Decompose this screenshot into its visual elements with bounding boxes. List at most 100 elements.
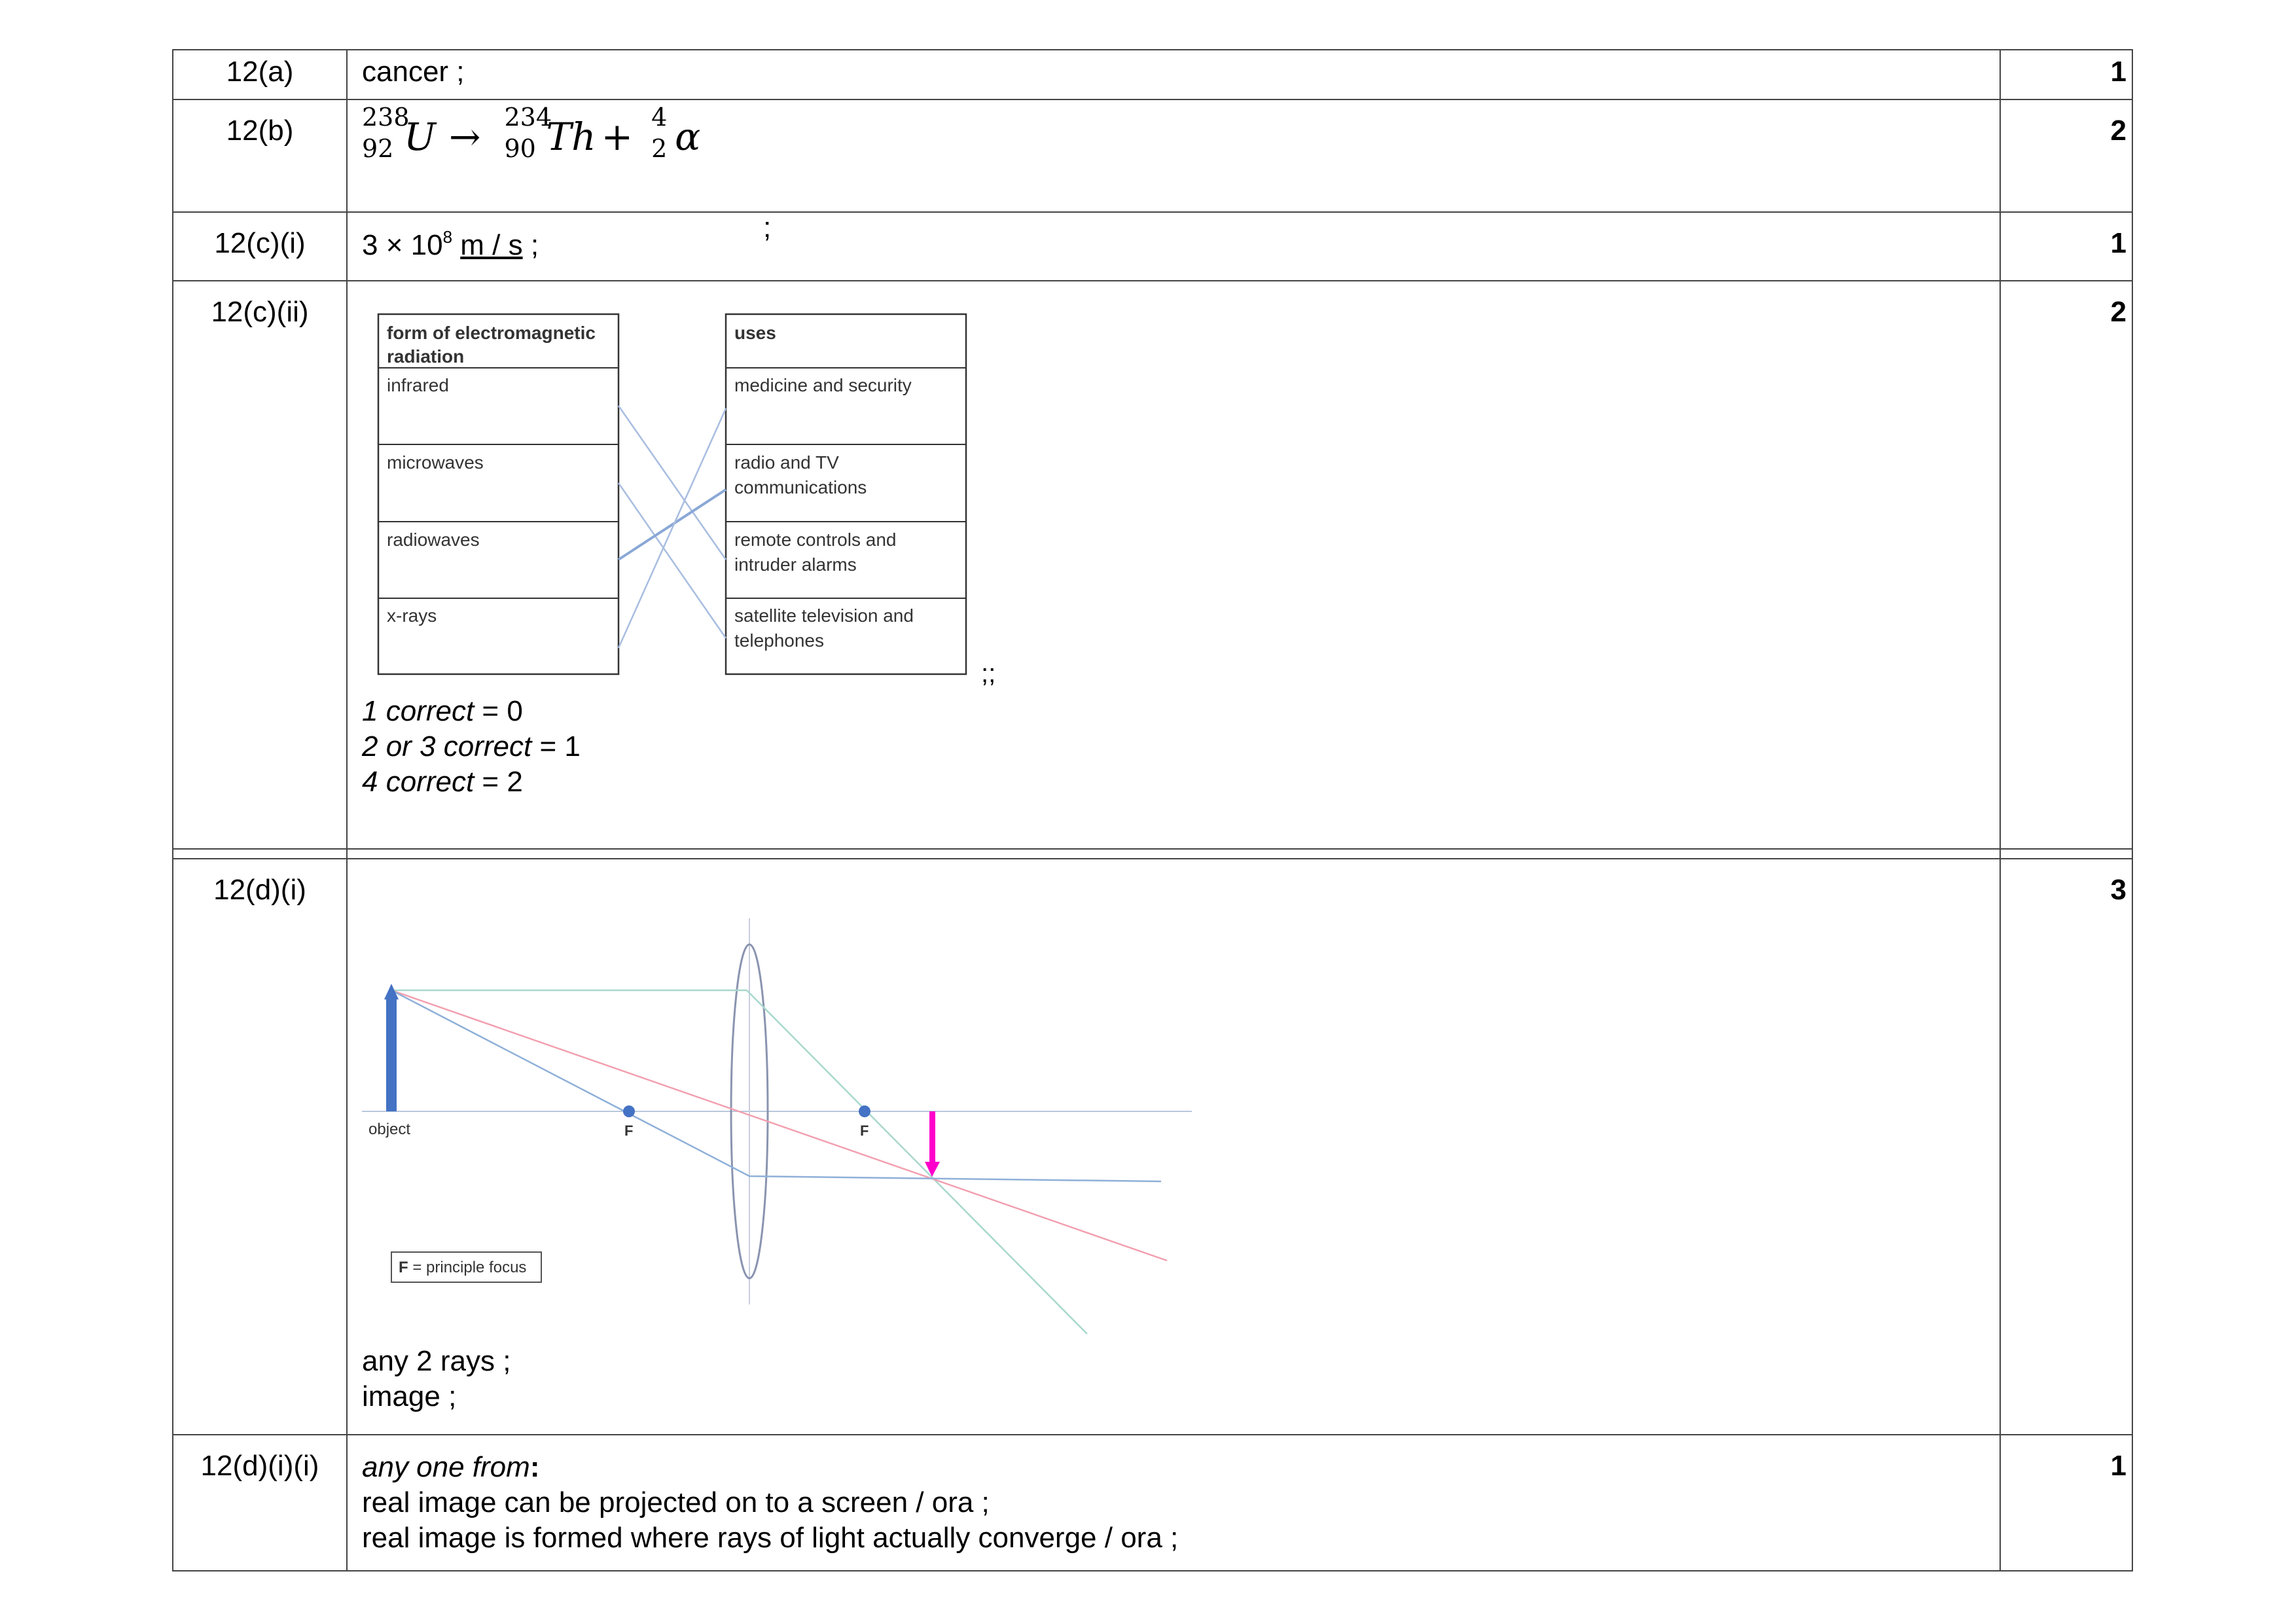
scoring-value: = 0 — [474, 695, 523, 727]
key-box — [391, 1251, 542, 1283]
table-row: 12(a) cancer ; 1 — [172, 49, 2133, 100]
focal-point-right — [859, 1105, 870, 1117]
focal-label-left: F — [624, 1122, 633, 1139]
right-header: uses — [734, 323, 776, 343]
image-arrow-head — [925, 1162, 940, 1177]
element-symbol: Th — [546, 115, 596, 159]
atomic-number: 90 — [504, 134, 536, 163]
mark-value: 1 — [2000, 49, 2133, 100]
mark-value: 2 — [2000, 99, 2133, 213]
right-item: remote controls and — [734, 530, 896, 550]
match-line-radiowaves — [617, 488, 727, 561]
answer-semicolon: ; — [522, 229, 539, 261]
scoring-label: 4 correct — [362, 766, 475, 798]
right-item: radio and TV — [734, 452, 839, 473]
table-row: 12(c)(i) 3 × 108 m / s ; 1 — [172, 211, 2133, 281]
object-arrow-head — [384, 984, 399, 999]
answer-cell: any one from: real image can be projecte… — [346, 1434, 2001, 1571]
answer-cell: cancer ; — [346, 49, 2001, 100]
object-label: object — [368, 1121, 410, 1138]
question-number: 12(d)(i) — [172, 858, 348, 1435]
question-number: 12(c)(i) — [172, 211, 348, 281]
match-line-x-rays — [617, 408, 727, 649]
right-item: communications — [734, 477, 867, 497]
answer-cell: 3 × 108 m / s ; — [346, 211, 2001, 281]
question-number: 12(d)(i)(i) — [172, 1434, 348, 1571]
lens-ray-diagram: object F F F = principle focus — [362, 918, 1192, 1335]
left-item: radiowaves — [387, 530, 480, 550]
em-matching-diagram: form of electromagnetic radiation infrar… — [377, 313, 996, 687]
image-arrow-shaft — [929, 1111, 935, 1164]
key-description: = principle focus — [408, 1259, 527, 1276]
question-number: 12(c)(ii) — [172, 280, 348, 850]
focal-ray — [391, 989, 1162, 1183]
intro-text: any one from — [362, 1451, 530, 1483]
focal-label-right: F — [860, 1122, 869, 1139]
matching-semicolons: ;; — [981, 659, 996, 687]
question-number: 12(b) — [172, 99, 348, 213]
scoring-rules: 1 correct = 0 2 or 3 correct = 1 4 corre… — [362, 694, 581, 800]
scoring-label: 2 or 3 correct — [362, 730, 532, 763]
mark-value: 2 — [2000, 280, 2133, 850]
left-item: infrared — [387, 375, 449, 395]
answer-intro: any one from: — [362, 1450, 2000, 1485]
answer-lines: any 2 rays ; image ; — [362, 1344, 511, 1414]
object-arrow-shaft — [386, 998, 397, 1111]
scoring-label: 1 correct — [362, 695, 475, 727]
mass-number: 238 — [362, 103, 410, 132]
question-number: 12(a) — [172, 49, 348, 100]
left-header-line2: radiation — [387, 346, 464, 367]
scoring-value: = 2 — [474, 766, 523, 798]
right-table-border — [725, 313, 967, 675]
left-header-line1: form of electromagnetic — [387, 323, 596, 343]
answer-text: cancer ; — [362, 56, 465, 88]
right-item: satellite television and — [734, 605, 914, 626]
scoring-line: 2 or 3 correct = 1 — [362, 729, 581, 764]
atomic-number: 2 — [651, 134, 668, 163]
right-item: telephones — [734, 630, 824, 651]
plus-sign: + — [601, 115, 634, 159]
key-symbol: F — [399, 1259, 408, 1276]
answer-line: any 2 rays ; — [362, 1345, 511, 1377]
answer-line: image ; — [362, 1380, 457, 1412]
key-text: F = principle focus — [399, 1259, 526, 1276]
right-item: intruder alarms — [734, 554, 857, 575]
match-line-infrared — [617, 405, 727, 560]
answer-line: real image is formed where rays of light… — [362, 1522, 1179, 1554]
mark-value: 1 — [2000, 1434, 2133, 1571]
table-row: 12(d)(i) — [172, 858, 2133, 1435]
exponent: 8 — [442, 227, 453, 247]
scoring-line: 4 correct = 2 — [362, 764, 581, 800]
intro-colon: : — [529, 1451, 540, 1483]
answer-line: real image can be projected on to a scre… — [362, 1486, 990, 1518]
converging-lens — [730, 943, 769, 1280]
focal-point-left — [623, 1105, 635, 1117]
atomic-number: 92 — [362, 134, 394, 163]
table-row: 12(c)(ii) form of — [172, 280, 2133, 850]
mass-number: 4 — [651, 103, 668, 132]
speed-value: 3 × 10 — [362, 229, 443, 261]
element-symbol: U — [404, 115, 436, 159]
left-item: microwaves — [387, 452, 484, 473]
match-line-microwaves — [617, 482, 727, 639]
parallel-ray — [391, 989, 1088, 1335]
arrow-icon: → — [448, 115, 481, 159]
left-item: x-rays — [387, 605, 437, 626]
table-row: 12(d)(i)(i) any one from: real image can… — [172, 1434, 2133, 1571]
speed-unit: m / s — [460, 229, 523, 261]
left-table-border — [377, 313, 620, 675]
right-item: medicine and security — [734, 375, 912, 395]
answer-cell: form of electromagnetic radiation infrar… — [346, 280, 2001, 850]
mass-number: 234 — [504, 103, 552, 132]
element-symbol: α — [675, 115, 701, 159]
centre-ray — [391, 989, 1168, 1262]
scoring-line: 1 correct = 0 — [362, 694, 581, 729]
answer-cell: object F F F = principle focus any 2 ray… — [346, 858, 2001, 1435]
scoring-value: = 1 — [531, 730, 581, 763]
